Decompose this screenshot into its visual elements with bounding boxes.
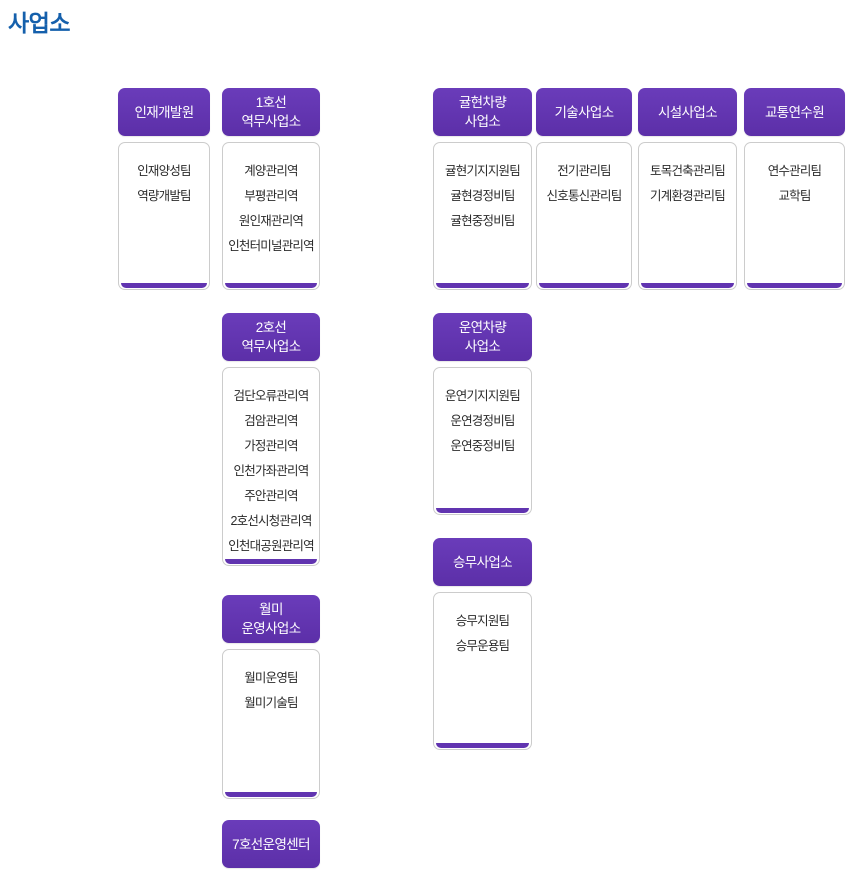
team-item: 기계환경관리팀 [650, 189, 726, 203]
org-unit-header-unyeon[interactable]: 운연차량 사업소 [433, 313, 532, 361]
team-item: 인천가좌관리역 [233, 464, 310, 478]
org-unit-line7-operations-center[interactable]: 7호선운영센터 [222, 820, 320, 868]
team-item: 가정관리역 [244, 439, 298, 453]
team-item: 연수관리팀 [767, 164, 822, 178]
team-item: 인천터미널관리역 [228, 239, 314, 253]
org-unit-body-traffic: 연수관리팀 교학팀 [744, 142, 845, 290]
team-item: 토목건축관리팀 [650, 164, 726, 178]
team-item: 검단오류관리역 [233, 389, 310, 403]
team-item: 부평관리역 [244, 189, 298, 203]
org-unit-gyulhyeon-rolling-stock[interactable]: 귤현차량 사업소 귤현기지지원팀 귤현경정비팀 귤현중정비팀 [433, 88, 532, 290]
org-unit-header-wolmi[interactable]: 월미 운영사업소 [222, 595, 320, 643]
org-unit-header-gyulhyeon[interactable]: 귤현차량 사업소 [433, 88, 532, 136]
team-item: 귤현기지지원팀 [445, 164, 521, 178]
org-unit-technical-office[interactable]: 기술사업소 전기관리팀 신호통신관리팀 [536, 88, 632, 290]
org-unit-crew-office[interactable]: 승무사업소 승무지원팀 승무운용팀 [433, 538, 532, 750]
team-item: 귤현중정비팀 [450, 214, 515, 228]
org-unit-header-facility[interactable]: 시설사업소 [638, 88, 737, 136]
org-unit-body-crew: 승무지원팀 승무운용팀 [433, 592, 532, 750]
org-unit-body-tech: 전기관리팀 신호통신관리팀 [536, 142, 632, 290]
org-unit-header-line7[interactable]: 7호선운영센터 [222, 820, 320, 868]
org-unit-body-line2: 검단오류관리역 검암관리역 가정관리역 인천가좌관리역 주안관리역 2호선시청관… [222, 367, 320, 566]
org-unit-body-wolmi: 월미운영팀 월미기술팀 [222, 649, 320, 799]
team-item: 역량개발팀 [137, 189, 191, 203]
org-unit-facility-office[interactable]: 시설사업소 토목건축관리팀 기계환경관리팀 [638, 88, 737, 290]
team-item: 월미기술팀 [244, 696, 298, 710]
team-item: 승무운용팀 [455, 639, 510, 653]
org-unit-body-line1: 계양관리역 부평관리역 원인재관리역 인천터미널관리역 [222, 142, 320, 290]
team-item: 인재양성팀 [137, 164, 191, 178]
team-item: 월미운영팀 [244, 671, 298, 685]
org-unit-body-facility: 토목건축관리팀 기계환경관리팀 [638, 142, 737, 290]
team-item: 2호선시청관리역 [230, 514, 312, 528]
team-item: 주안관리역 [244, 489, 298, 503]
org-unit-hrd[interactable]: 인재개발원 인재양성팀 역량개발팀 [118, 88, 210, 290]
org-unit-wolmi-operations[interactable]: 월미 운영사업소 월미운영팀 월미기술팀 [222, 595, 320, 799]
team-item: 검암관리역 [244, 414, 298, 428]
team-item: 운연경정비팀 [450, 414, 515, 428]
team-item: 교학팀 [778, 189, 811, 203]
team-item: 인천대공원관리역 [228, 539, 314, 553]
org-unit-body-unyeon: 운연기지지원팀 운연경정비팀 운연중정비팀 [433, 367, 532, 515]
team-item: 운연중정비팀 [450, 439, 515, 453]
team-item: 귤현경정비팀 [450, 189, 515, 203]
team-item: 신호통신관리팀 [546, 189, 623, 203]
team-item: 전기관리팀 [557, 164, 611, 178]
org-unit-unyeon-rolling-stock[interactable]: 운연차량 사업소 운연기지지원팀 운연경정비팀 운연중정비팀 [433, 313, 532, 515]
org-unit-header-line1[interactable]: 1호선 역무사업소 [222, 88, 320, 136]
org-unit-header-line2[interactable]: 2호선 역무사업소 [222, 313, 320, 361]
team-item: 승무지원팀 [455, 614, 510, 628]
org-unit-header-traffic[interactable]: 교통연수원 [744, 88, 845, 136]
org-unit-header-tech[interactable]: 기술사업소 [536, 88, 632, 136]
org-unit-body-hrd: 인재양성팀 역량개발팀 [118, 142, 210, 290]
org-unit-line2-station-office[interactable]: 2호선 역무사업소 검단오류관리역 검암관리역 가정관리역 인천가좌관리역 주안… [222, 313, 320, 566]
org-unit-body-gyulhyeon: 귤현기지지원팀 귤현경정비팀 귤현중정비팀 [433, 142, 532, 290]
org-unit-traffic-training-institute[interactable]: 교통연수원 연수관리팀 교학팀 [744, 88, 845, 290]
org-unit-header-hrd[interactable]: 인재개발원 [118, 88, 210, 136]
org-unit-line1-station-office[interactable]: 1호선 역무사업소 계양관리역 부평관리역 원인재관리역 인천터미널관리역 [222, 88, 320, 290]
page-title: 사업소 [8, 10, 70, 36]
team-item: 운연기지지원팀 [445, 389, 521, 403]
team-item: 원인재관리역 [238, 214, 304, 228]
team-item: 계양관리역 [244, 164, 298, 178]
org-unit-header-crew[interactable]: 승무사업소 [433, 538, 532, 586]
